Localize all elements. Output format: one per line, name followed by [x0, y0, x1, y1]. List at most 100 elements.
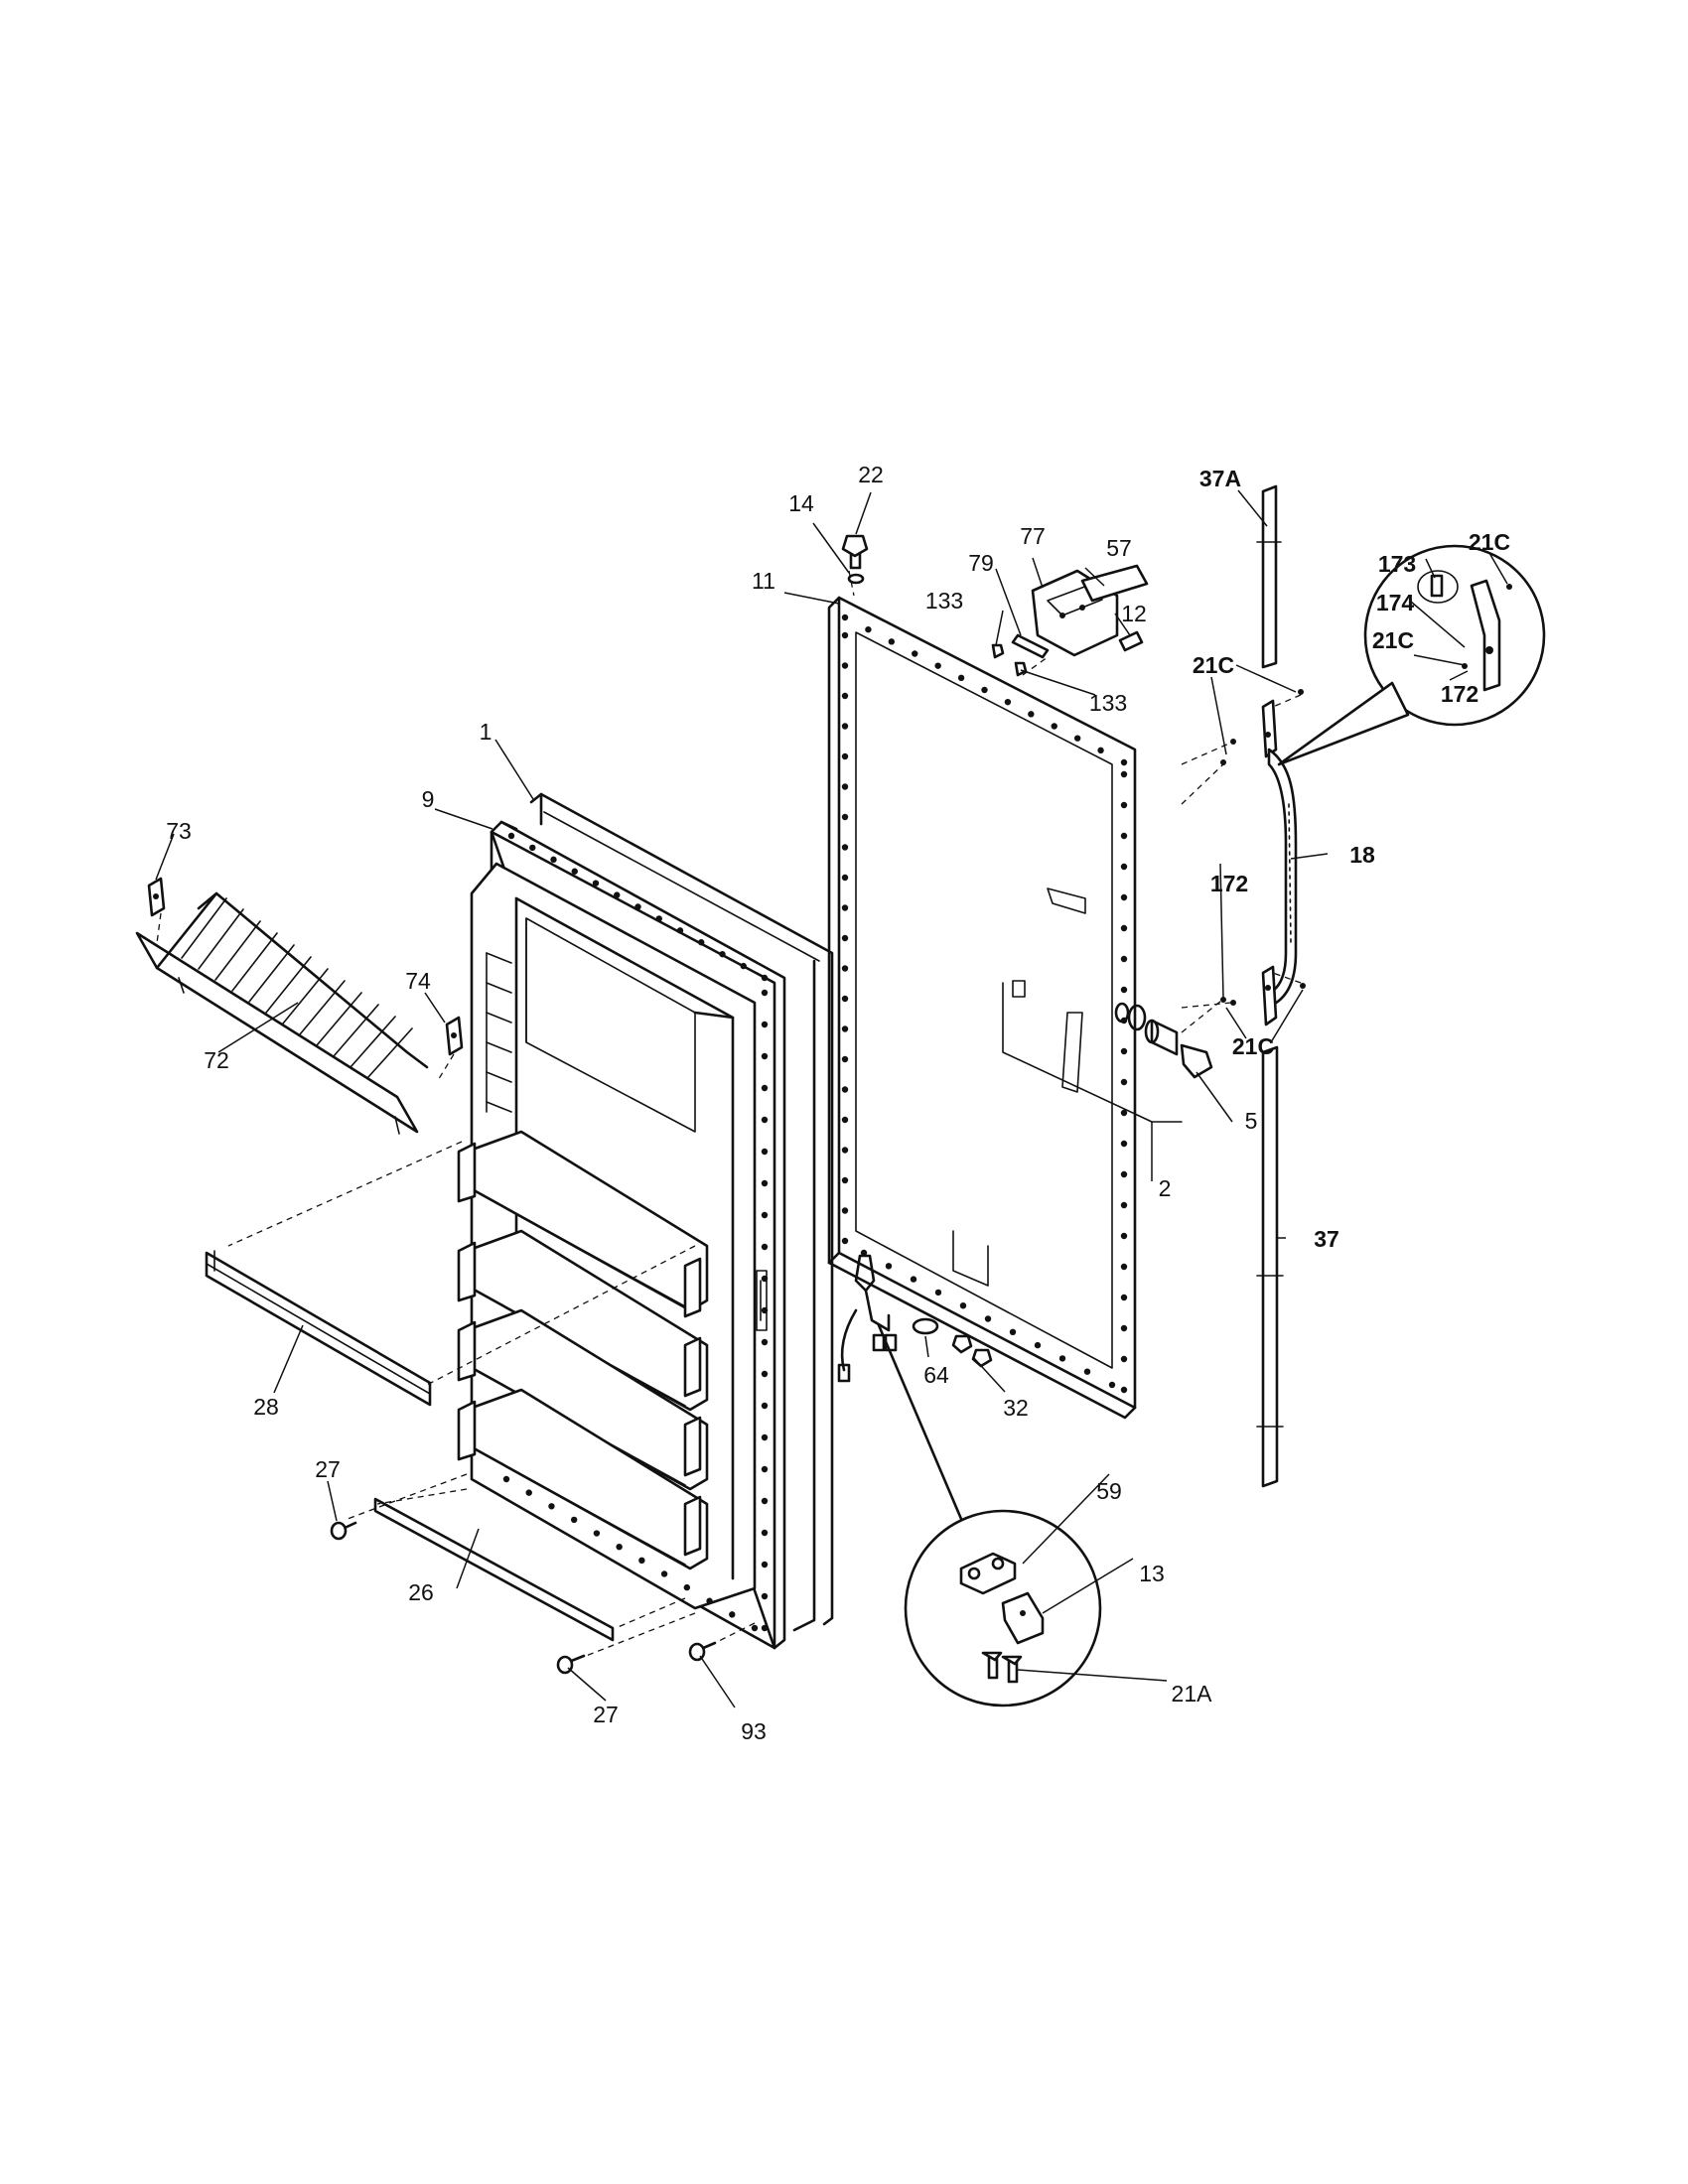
- screw-hole: [761, 1433, 769, 1441]
- trim-strip-37: [1256, 1045, 1284, 1488]
- screw-hole: [1120, 1324, 1128, 1332]
- screw-hole: [841, 1086, 849, 1093]
- screw-hole: [761, 1084, 769, 1092]
- screw-hole: [507, 832, 515, 840]
- screw-hole: [719, 950, 726, 958]
- screw-hole: [1120, 1201, 1128, 1209]
- screw-hole: [1120, 1109, 1128, 1117]
- callout-133-bottom: 133: [1089, 690, 1127, 716]
- callout-21c-inset-a: 21C: [1469, 529, 1510, 555]
- screw-hole: [1073, 735, 1081, 742]
- door-shelves: [457, 1130, 709, 1570]
- screw-hole: [751, 1624, 759, 1632]
- screw-hole: [740, 962, 747, 970]
- callout-21c-top: 21C: [1193, 652, 1234, 678]
- bottom-rail-28: [205, 1250, 432, 1407]
- bolt-22: [841, 534, 869, 570]
- screw-hole: [761, 1561, 769, 1569]
- callout-37: 37: [1314, 1226, 1339, 1252]
- washer-14: [847, 573, 865, 585]
- screw-hole: [841, 1055, 849, 1063]
- screw-hole: [957, 674, 965, 682]
- screw-hole: [1120, 1140, 1128, 1148]
- screw-hole: [1108, 1381, 1116, 1389]
- callout-72: 72: [204, 1047, 229, 1073]
- callout-73: 73: [166, 818, 192, 844]
- screw-hole: [1120, 893, 1128, 901]
- callout-133-top: 133: [925, 588, 963, 614]
- screw-hole: [761, 1338, 769, 1346]
- callout-21c-bottom: 21C: [1232, 1033, 1274, 1059]
- screw-hole: [1120, 955, 1128, 963]
- screw-hole: [910, 1276, 917, 1283]
- screw-27-top: [330, 1521, 357, 1541]
- screw-hole: [1120, 1078, 1128, 1086]
- outer-door-panel: [827, 596, 1183, 1420]
- screw-hole: [888, 638, 896, 645]
- screw-hole: [885, 1263, 893, 1270]
- screw-hole: [841, 662, 849, 669]
- handle-detail-inset: [1277, 544, 1546, 766]
- screw-hole: [761, 1116, 769, 1124]
- screw-hole: [761, 1497, 769, 1505]
- callout-79: 79: [968, 550, 994, 576]
- screw-hole: [1009, 1328, 1017, 1336]
- top-cover-assembly: [991, 564, 1149, 677]
- callout-172-inset: 172: [1441, 681, 1478, 707]
- callout-172-main: 172: [1210, 871, 1248, 896]
- screw-hole: [614, 891, 621, 898]
- screw-hole: [638, 1557, 645, 1565]
- hinge-detail-inset: [904, 1509, 1102, 1707]
- trim-strip-37a: [1256, 484, 1282, 669]
- screw-hole: [761, 1021, 769, 1028]
- inset-pointer-line: [877, 1323, 963, 1521]
- screw-hole: [1120, 758, 1128, 766]
- screw-hole: [841, 904, 849, 911]
- wire-shelf: [135, 891, 429, 1135]
- screw-hole: [683, 1583, 691, 1591]
- screw-hole: [761, 974, 769, 982]
- shelf-support-73: [147, 877, 166, 917]
- screw-hole: [1120, 1294, 1128, 1301]
- screw-hole: [634, 903, 641, 910]
- screw-hole: [761, 1052, 769, 1060]
- leader-lines: [155, 489, 1508, 1708]
- screw-hole: [761, 1529, 769, 1537]
- screw-hole: [698, 939, 705, 946]
- screw-hole: [1120, 986, 1128, 994]
- screw-hole: [841, 995, 849, 1003]
- screw-hole: [912, 650, 918, 657]
- screw-hole: [841, 1147, 849, 1154]
- screw-hole: [841, 692, 849, 700]
- screw-hole: [934, 662, 941, 669]
- screw-hole: [761, 1243, 769, 1251]
- callout-22: 22: [858, 462, 884, 487]
- callout-64: 64: [923, 1362, 949, 1388]
- washer-64: [912, 1317, 939, 1335]
- screw-hole: [1120, 1386, 1128, 1394]
- screw-hole: [729, 1611, 736, 1618]
- screw-hole: [959, 1302, 967, 1309]
- screw-hole: [1120, 1263, 1128, 1271]
- screw-hole: [1120, 863, 1128, 871]
- screw-hole: [841, 614, 849, 621]
- callout-9: 9: [422, 786, 435, 812]
- callout-26: 26: [408, 1579, 434, 1605]
- screw-hole: [761, 1179, 769, 1187]
- screw-hole: [761, 1592, 769, 1600]
- screw-hole: [1058, 1355, 1066, 1362]
- screw-hole: [981, 686, 988, 694]
- screw-hole: [1004, 698, 1012, 706]
- screw-hole: [571, 868, 578, 875]
- screw-hole: [841, 934, 849, 942]
- screw-hole: [761, 1370, 769, 1378]
- callout-93: 93: [741, 1718, 767, 1744]
- screw-27-bottom: [556, 1654, 586, 1675]
- screw-hole: [1083, 1368, 1091, 1375]
- screw-hole: [570, 1516, 578, 1524]
- screw-hole: [593, 1530, 601, 1537]
- shelf-support-74: [445, 1016, 464, 1056]
- screw-hole: [761, 1211, 769, 1219]
- callout-1: 1: [480, 719, 492, 745]
